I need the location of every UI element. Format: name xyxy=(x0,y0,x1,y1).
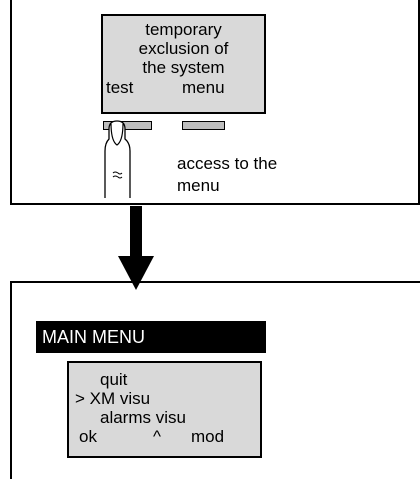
lcd-display-menu: quit > XM visu alarms visu ok ^ mod xyxy=(67,361,262,458)
main-menu-title: MAIN MENU xyxy=(36,321,266,353)
caption-line-2: menu xyxy=(177,176,220,195)
softkey-label-ok: ok xyxy=(79,427,97,446)
softkey-label-menu: menu xyxy=(182,78,225,97)
softkey-label-test: test xyxy=(106,78,134,97)
softkey-label-mod: mod xyxy=(191,427,225,446)
lcd-line-3: the system xyxy=(142,58,225,77)
finger-press-icon xyxy=(104,120,131,198)
softkey-label-up: ^ xyxy=(153,427,161,446)
arrow-down-icon xyxy=(118,206,154,290)
lcd-line-1: temporary xyxy=(145,20,222,39)
menu-key[interactable] xyxy=(182,121,225,130)
bottom-panel xyxy=(10,281,420,479)
menu-item-xm-visu[interactable]: > XM visu xyxy=(75,389,151,408)
caption-line-1: access to the xyxy=(177,154,278,173)
lcd-line-2: exclusion of xyxy=(138,39,229,58)
lcd-display-top: temporary exclusion of the system test m… xyxy=(101,14,266,114)
menu-item-quit[interactable]: quit xyxy=(100,370,128,389)
test-key[interactable] xyxy=(103,121,152,130)
menu-item-alarms-visu[interactable]: alarms visu xyxy=(100,408,186,427)
top-panel xyxy=(10,0,420,205)
